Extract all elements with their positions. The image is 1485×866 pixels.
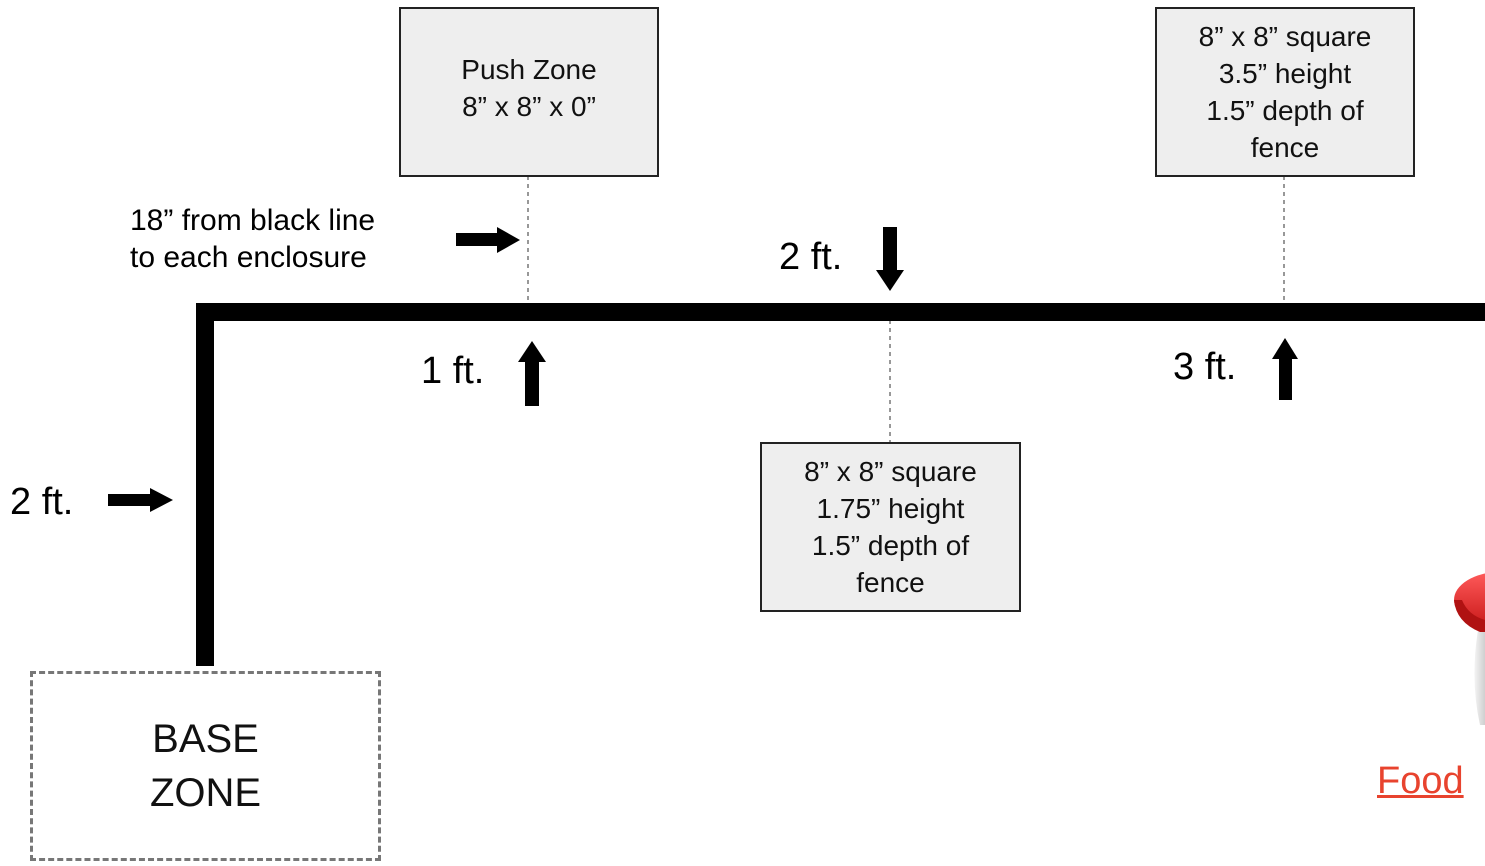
distance-label-2ft-left: 2 ft. <box>10 481 74 523</box>
enclosure-fence-label: fence <box>856 567 925 598</box>
enclosure-fence-depth: 1.5” depth of <box>811 530 970 561</box>
enclosure-size: 8” x 8” square <box>804 456 977 487</box>
black-track-line <box>196 303 1485 666</box>
arrow-right-icon <box>108 488 173 512</box>
enclosure-box-top-right: 8” x 8” square 3.5” height 1.5” depth of… <box>1155 7 1415 177</box>
enclosure-fence-depth: 1.5” depth of <box>1206 95 1364 126</box>
arrow-up-icon <box>518 341 546 406</box>
push-zone-title: Push Zone <box>461 54 597 85</box>
distance-label-1ft: 1 ft. <box>421 350 485 392</box>
push-zone-dimensions: 8” x 8” x 0” <box>462 91 596 122</box>
push-zone-box: Push Zone 8” x 8” x 0” <box>399 7 659 177</box>
distance-label-3ft: 3 ft. <box>1173 346 1237 388</box>
enclosure-size: 8” x 8” square <box>1198 21 1372 52</box>
enclosure-distance-note-line-1: 18” from black line <box>130 204 376 237</box>
enclosure-distance-note-line-2: to each enclosure <box>130 241 367 274</box>
enclosure-distance-note: 18” from black line to each enclosure <box>130 202 375 276</box>
arrow-right-icon <box>456 227 520 253</box>
arrow-up-icon <box>1272 338 1298 400</box>
food-link[interactable]: Food <box>1377 760 1464 802</box>
enclosure-height: 1.75” height <box>816 493 965 524</box>
enclosure-fence-label: fence <box>1250 132 1320 163</box>
base-zone: BASE ZONE <box>30 671 381 861</box>
base-zone-label-line-1: BASE <box>152 717 259 761</box>
base-zone-label-line-2: ZONE <box>149 771 262 815</box>
enclosure-box-middle: 8” x 8” square 1.75” height 1.5” depth o… <box>760 442 1021 612</box>
distance-label-2ft-top: 2 ft. <box>779 236 843 278</box>
enclosure-height: 3.5” height <box>1218 58 1352 89</box>
food-container-image <box>1454 573 1485 725</box>
arrow-down-icon <box>876 227 904 291</box>
